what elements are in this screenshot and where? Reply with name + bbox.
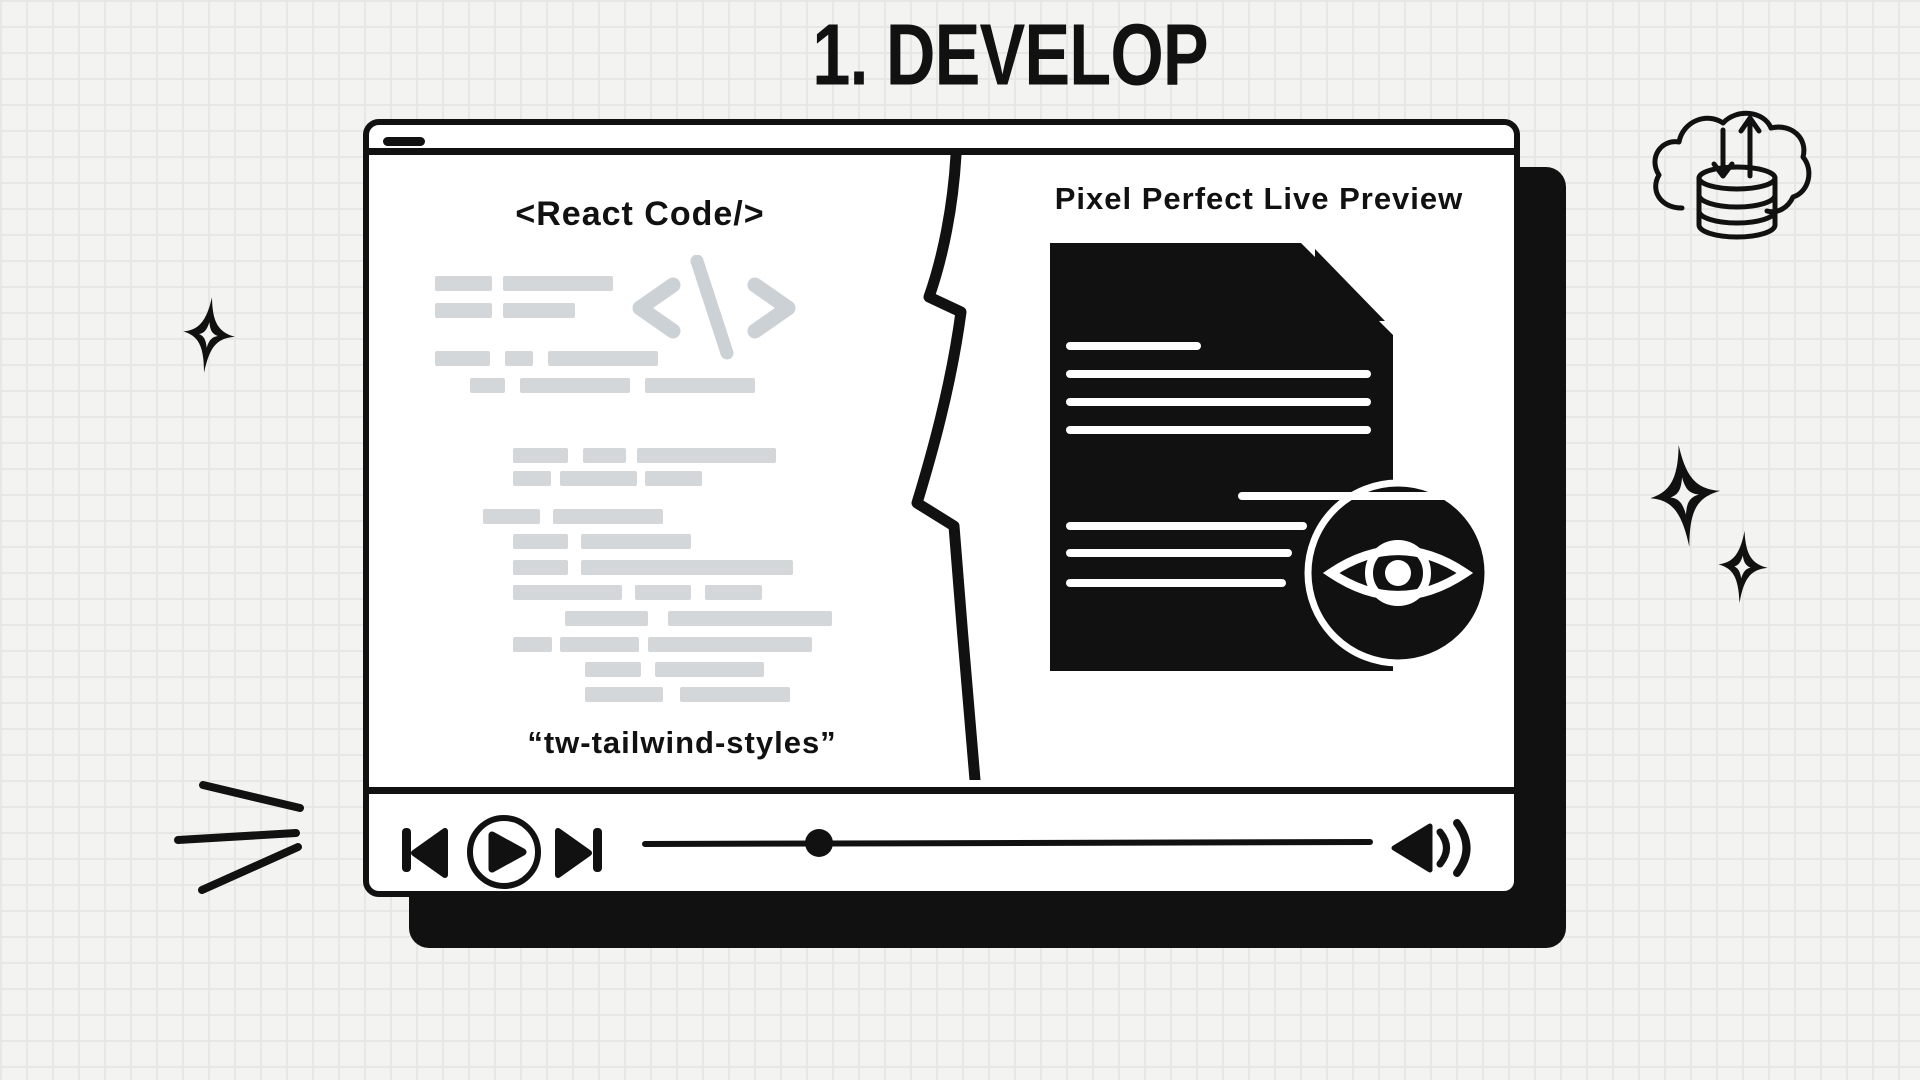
- folded-corner-icon: [1315, 249, 1385, 321]
- sparkle-icon-right-large: [1650, 444, 1768, 604]
- cloud-database-icon: [1652, 110, 1812, 240]
- code-bar: [548, 351, 658, 366]
- code-bar: [435, 351, 490, 366]
- code-bar: [637, 448, 776, 463]
- code-bar: [470, 378, 505, 393]
- code-bar: [513, 534, 568, 549]
- progress-handle[interactable]: [805, 829, 833, 857]
- code-bar: [635, 585, 691, 600]
- progress-bar[interactable]: [642, 829, 1373, 857]
- database-icon: [1696, 164, 1778, 240]
- code-bar: [583, 448, 626, 463]
- sparkle-icon-left: [183, 297, 235, 373]
- code-bar: [513, 448, 568, 463]
- code-bar: [565, 611, 648, 626]
- code-bar: [655, 662, 764, 677]
- code-bar: [520, 378, 630, 393]
- code-bar: [668, 611, 832, 626]
- code-bar: [581, 534, 691, 549]
- code-bar: [705, 585, 762, 600]
- page-title: 1. DEVELOP: [812, 5, 1208, 104]
- code-bar: [648, 637, 812, 652]
- code-skeleton: [369, 155, 1514, 787]
- code-bar: [513, 560, 568, 575]
- code-bar: [581, 560, 793, 575]
- code-bar: [645, 378, 755, 393]
- window-content: <React Code/> “tw-tailwind-styles” Pixel…: [369, 155, 1514, 787]
- code-bar: [505, 351, 533, 366]
- minimize-dash-icon[interactable]: [383, 137, 425, 146]
- next-button[interactable]: [555, 828, 602, 878]
- sync-arrows-icon: [1711, 115, 1762, 179]
- code-bar: [585, 687, 663, 702]
- code-bar: [503, 303, 575, 318]
- video-player-window: <React Code/> “tw-tailwind-styles” Pixel…: [363, 119, 1520, 897]
- document-preview-icon: [1050, 243, 1492, 671]
- code-bar: [513, 585, 622, 600]
- code-bar: [680, 687, 790, 702]
- play-button[interactable]: [467, 815, 541, 889]
- previous-button[interactable]: [402, 828, 448, 878]
- speed-lines-icon: [174, 781, 304, 894]
- code-bar: [513, 637, 552, 652]
- code-bar: [553, 509, 663, 524]
- preview-heading: Pixel Perfect Live Preview: [1054, 181, 1464, 216]
- code-bar: [483, 509, 540, 524]
- document-text-lines: [1066, 342, 1371, 587]
- code-bar: [645, 471, 702, 486]
- react-code-heading: <React Code/>: [515, 195, 765, 233]
- code-bar: [435, 303, 492, 318]
- code-tag-icon: [632, 255, 796, 360]
- titlebar: [369, 125, 1514, 155]
- sparkle-icon-right-small: [1718, 530, 1768, 604]
- code-bar: [585, 662, 641, 677]
- tailwind-caption: “tw-tailwind-styles”: [527, 725, 837, 760]
- code-bar: [503, 276, 613, 291]
- code-bar: [435, 276, 492, 291]
- code-bar: [560, 471, 637, 486]
- volume-button[interactable]: [1391, 819, 1471, 877]
- code-bar: [560, 637, 639, 652]
- code-bar: [513, 471, 551, 486]
- eye-icon: [1238, 479, 1492, 667]
- controls-bar: [369, 787, 1514, 891]
